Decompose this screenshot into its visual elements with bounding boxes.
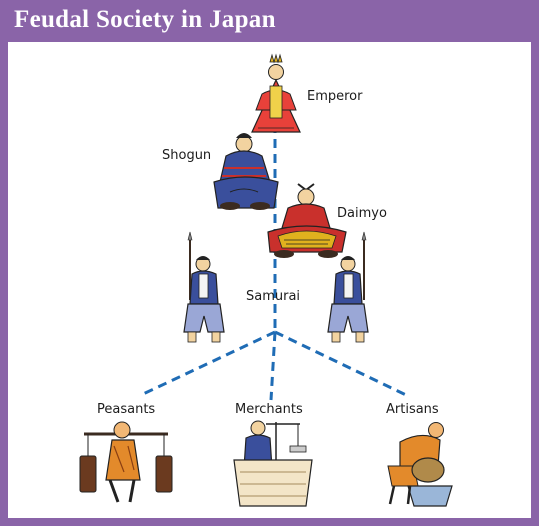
merchant-figure xyxy=(233,420,313,507)
samurai-right-figure xyxy=(327,231,369,343)
artisan-figure xyxy=(387,422,453,507)
label-artisans: Artisans xyxy=(386,402,439,417)
label-samurai: Samurai xyxy=(246,289,301,304)
page-title: Feudal Society in Japan xyxy=(14,6,276,33)
daimyo-figure xyxy=(267,183,347,258)
emperor-figure xyxy=(251,53,301,133)
label-emperor: Emperor xyxy=(307,89,363,104)
label-shogun: Shogun xyxy=(162,148,212,163)
samurai-left-figure xyxy=(183,231,225,343)
connector-artisans xyxy=(274,330,407,397)
hierarchy-connectors xyxy=(140,124,407,401)
connector-peasants xyxy=(140,330,276,397)
peasant-figure xyxy=(79,421,173,503)
shogun-figure xyxy=(213,133,279,210)
hierarchy-diagram xyxy=(79,53,453,507)
title-bar: Feudal Society in Japan xyxy=(0,0,539,40)
label-daimyo: Daimyo xyxy=(337,206,387,221)
connector-merchants xyxy=(269,331,277,401)
label-merchants: Merchants xyxy=(235,402,303,417)
label-peasants: Peasants xyxy=(97,402,156,417)
diagram-panel: Emperor Shogun Daimyo Samurai Peasants M… xyxy=(8,42,531,518)
